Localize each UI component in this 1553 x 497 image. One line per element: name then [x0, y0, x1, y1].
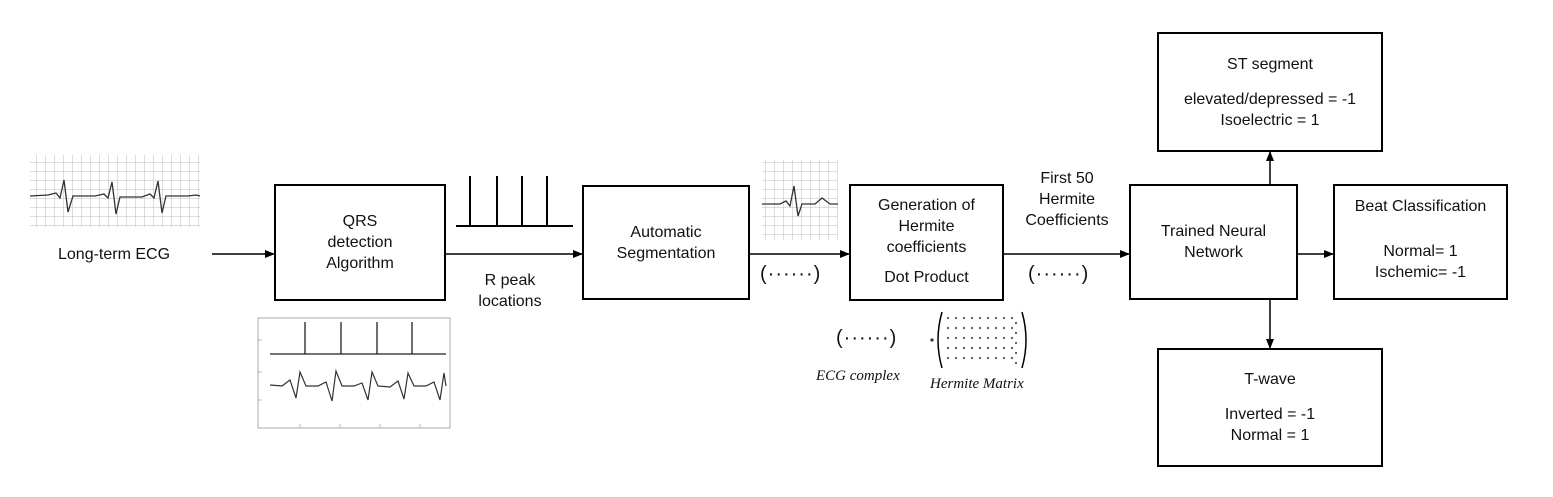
seg-line-2: Segmentation — [616, 244, 716, 262]
twave-title: T-wave — [1244, 371, 1296, 388]
nn-line-2: Network — [1184, 244, 1243, 261]
r-peak-line-1: R peak — [484, 272, 536, 289]
st-segment-box: ST segment elevated/depressed = -1 Isoel… — [1157, 32, 1383, 152]
t-wave-box: T-wave Inverted = -1 Normal = 1 — [1157, 348, 1383, 467]
beat-line-2: Ischemic= -1 — [1374, 264, 1467, 281]
first-50-line-1: First 50 — [1040, 170, 1094, 187]
ecg-complex-label: ECG complex — [816, 368, 900, 384]
beat-title: Beat Classification — [1354, 198, 1487, 215]
beat-classification-box: Beat Classification Normal= 1 Ischemic= … — [1333, 184, 1508, 300]
r-peak-pulse-train — [456, 176, 573, 227]
qrs-detection-plot — [257, 317, 451, 429]
neural-network-box: Trained Neural Network — [1129, 184, 1298, 300]
seg-line-1: Automatic — [630, 223, 702, 241]
first-50-line-2: Hermite — [1038, 191, 1095, 208]
r-peak-line-2: locations — [478, 293, 542, 310]
twave-line-1: Inverted = -1 — [1224, 406, 1316, 423]
segment-vector-dots: (······) — [760, 263, 822, 285]
coefficient-vector-dots: (······) — [1028, 263, 1090, 285]
st-line-1: elevated/depressed = -1 — [1183, 90, 1357, 108]
long-term-ecg-label: Long-term ECG — [58, 246, 171, 263]
r-peak-label: R peak locations — [470, 270, 550, 312]
hermite-matrix-label: Hermite Matrix — [930, 376, 1024, 392]
qrs-detection-box: QRS detection Algorithm — [274, 184, 446, 301]
long-term-ecg-thumbnail — [29, 155, 201, 227]
qrs-line-3: Algorithm — [326, 255, 394, 272]
ecg-vector-dots: (······) — [836, 327, 898, 349]
twave-line-2: Normal = 1 — [1230, 427, 1310, 444]
herm-line-1: Generation of — [878, 197, 975, 214]
first-50-label: First 50 Hermite Coefficients — [1012, 168, 1122, 231]
segmentation-box: Automatic Segmentation — [582, 185, 750, 300]
hermite-matrix-glyph — [930, 311, 1027, 369]
herm-line-3: coefficients — [886, 239, 967, 256]
herm-line-2: Hermite — [898, 218, 955, 235]
nn-line-1: Trained Neural — [1160, 223, 1267, 240]
beat-line-1: Normal= 1 — [1383, 243, 1458, 260]
st-line-2: Isoelectric = 1 — [1220, 111, 1320, 129]
segmented-ecg-thumbnail — [762, 160, 838, 240]
hermite-generation-box: Generation of Hermite coefficients Dot P… — [849, 184, 1004, 301]
herm-footer: Dot Product — [884, 269, 969, 286]
first-50-line-3: Coefficients — [1025, 212, 1109, 229]
st-title: ST segment — [1227, 55, 1313, 73]
connectors — [212, 151, 1334, 349]
qrs-line-2: detection — [327, 234, 393, 251]
qrs-line-1: QRS — [342, 213, 378, 230]
